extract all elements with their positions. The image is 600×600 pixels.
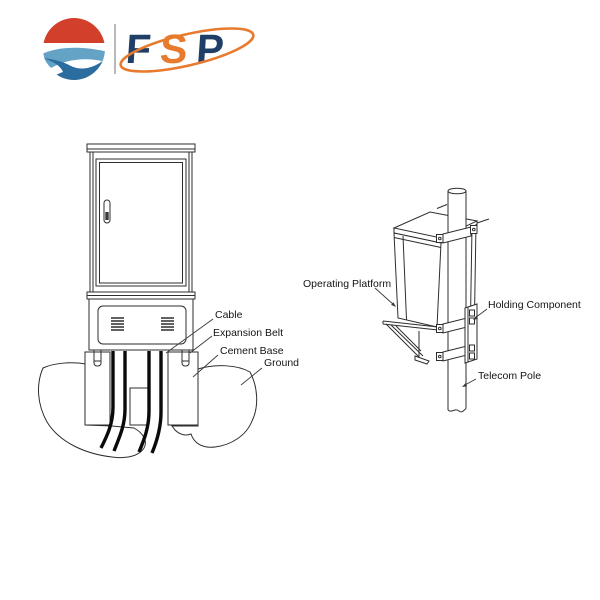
expansion-belt-label: Expansion Belt	[213, 327, 283, 339]
cabinet-plinth	[88, 298, 194, 351]
cabinet-figure-leaders	[165, 318, 263, 386]
figure-pole-installation: Operating Platform Holding Component Tel…	[303, 187, 581, 413]
telecom-pole-label: Telecom Pole	[478, 370, 541, 382]
cement-base-label: Cement Base	[220, 345, 284, 357]
figure-cabinet-installation: Cable Expansion Belt Cement Base Ground	[38, 143, 299, 459]
brand-emblem-icon	[43, 18, 105, 80]
vent-grille-left	[111, 317, 124, 331]
cables	[99, 351, 163, 454]
pole-figure-leaders	[374, 287, 488, 387]
vent-grille-right	[161, 317, 174, 331]
ground-label: Ground	[264, 357, 299, 369]
telecom-pole	[447, 187, 467, 413]
operating-platform-label: Operating Platform	[303, 278, 391, 290]
cable-label: Cable	[215, 309, 243, 321]
logo-divider	[114, 24, 116, 74]
cabinet	[86, 143, 196, 351]
cabinet-door	[95, 158, 187, 287]
holding-component-label: Holding Component	[488, 299, 581, 311]
cement-base	[84, 351, 199, 426]
operating-platform	[382, 320, 439, 365]
